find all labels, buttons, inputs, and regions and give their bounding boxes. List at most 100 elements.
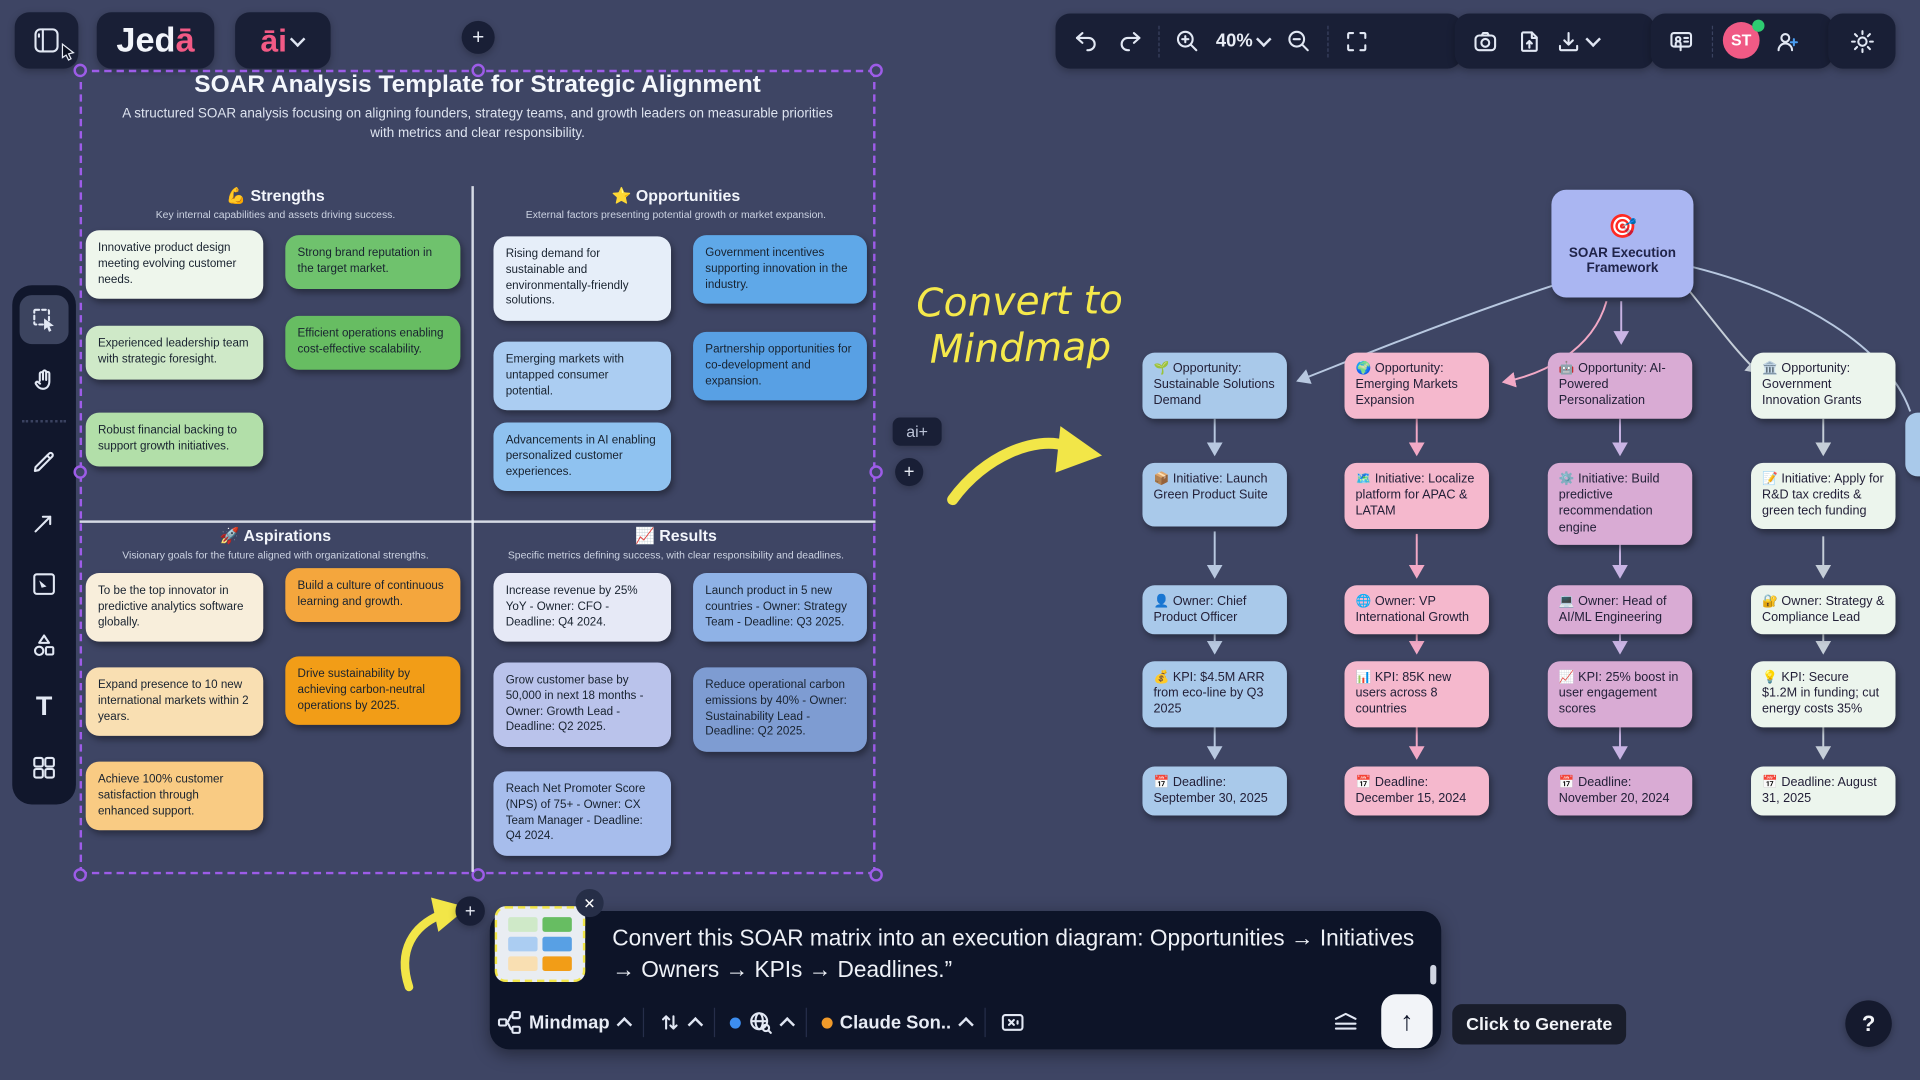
fit-screen-button[interactable] (1336, 20, 1378, 62)
soar-card[interactable]: Launch product in 5 new countries - Owne… (693, 573, 867, 643)
mindmap-node[interactable]: 🌍Opportunity: Emerging Markets Expansion (1344, 352, 1489, 419)
soar-card[interactable]: Strong brand reputation in the target ma… (285, 235, 461, 289)
select-tool[interactable] (19, 295, 69, 345)
mindmap-node[interactable]: 🌐Owner: VP International Growth (1344, 585, 1489, 635)
mindmap-node[interactable]: 📝Initiative: Apply for R&D tax credits &… (1751, 462, 1896, 529)
import-file-button[interactable] (1509, 20, 1551, 62)
soar-card[interactable]: Reach Net Promoter Score (NPS) of 75+ - … (493, 771, 672, 857)
divider (1327, 25, 1329, 57)
attached-image-thumbnail[interactable] (494, 906, 586, 983)
soar-card[interactable]: Achieve 100% customer satisfaction throu… (85, 761, 264, 831)
mindmap-node[interactable]: 📅Deadline: November 20, 2024 (1547, 766, 1693, 816)
soar-card[interactable]: Reduce operational carbon emissions by 4… (693, 667, 867, 753)
add-node-button[interactable]: + (895, 457, 924, 487)
soar-card[interactable]: Drive sustainability by achieving carbon… (285, 656, 461, 726)
prompt-text-input[interactable]: Convert this SOAR matrix into an executi… (612, 924, 1415, 982)
shapes-icon (33, 634, 55, 657)
thumb-cell (508, 936, 538, 952)
present-button[interactable] (1660, 20, 1702, 62)
user-avatar[interactable]: ST (1722, 18, 1765, 60)
mindmap-node[interactable]: 🏛️Opportunity: Government Innovation Gra… (1751, 352, 1896, 419)
mindmap-node[interactable]: 💻Owner: Head of AI/ML Engineering (1547, 585, 1693, 635)
help-button[interactable]: ? (1845, 1000, 1892, 1047)
download-button[interactable] (1553, 28, 1603, 55)
collapse-bar-button[interactable] (1332, 1009, 1359, 1040)
selection-handle[interactable] (869, 63, 883, 78)
selection-handle[interactable] (471, 63, 485, 78)
sidebar-toggle-button[interactable] (14, 12, 79, 69)
zoom-level-dropdown[interactable]: 40% (1211, 31, 1276, 51)
web-search-dropdown[interactable] (729, 1010, 795, 1034)
mindmap-node[interactable]: 🔐Owner: Strategy & Compliance Lead (1751, 585, 1896, 635)
text-tool[interactable]: T (20, 682, 69, 731)
mindmap-node[interactable]: 👤Owner: Chief Product Officer (1142, 585, 1287, 635)
model-dropdown[interactable]: Claude Son.. (821, 1012, 974, 1033)
output-mode-dropdown[interactable]: Mindmap (497, 1010, 632, 1034)
soar-card[interactable]: Government incentives supporting innovat… (693, 235, 867, 305)
screenshot-button[interactable] (1464, 20, 1506, 62)
mindmap-node-clipped[interactable] (1905, 412, 1920, 477)
soar-card[interactable]: Rising demand for sustainable and enviro… (493, 236, 672, 322)
mindmap-node[interactable]: 💡KPI: Secure $1.2M in funding; cut energ… (1751, 661, 1896, 727)
sprout-icon: 🌱 (1153, 362, 1170, 376)
selection-handle[interactable] (73, 868, 87, 882)
connector-tool[interactable] (20, 498, 69, 547)
soar-card[interactable]: Expand presence to 10 new international … (85, 667, 264, 737)
mindmap-node[interactable]: 📅Deadline: August 31, 2025 (1751, 766, 1896, 816)
soar-card[interactable]: Partnership opportunities for co-develop… (693, 331, 867, 401)
mindmap-node[interactable]: 📅Deadline: December 15, 2024 (1344, 766, 1489, 816)
mindmap-node[interactable]: 🌱Opportunity: Sustainable Solutions Dema… (1142, 352, 1287, 419)
quadrant-divider-vertical (471, 186, 474, 872)
selection-handle[interactable] (73, 465, 87, 479)
prompt-controls: Mindmap Claude Son.. (497, 999, 1024, 1046)
mindmap-node[interactable]: 📦Initiative: Launch Green Product Suite (1142, 462, 1287, 527)
mindmap-node[interactable]: 📊KPI: 85K new users across 8 countries (1344, 661, 1489, 727)
soar-card[interactable]: To be the top innovator in predictive an… (85, 573, 264, 643)
soar-card[interactable]: Increase revenue by 25% YoY - Owner: CFO… (493, 573, 672, 643)
undo-button[interactable] (1065, 20, 1107, 62)
add-node-top-button[interactable]: + (461, 20, 495, 54)
soar-card[interactable]: Build a culture of continuous learning a… (285, 568, 461, 622)
remove-attachment-button[interactable]: ✕ (575, 888, 604, 918)
layout-direction-dropdown[interactable] (659, 1011, 704, 1033)
mindmap-node[interactable]: ⚙️Initiative: Build predictive recommend… (1547, 462, 1693, 545)
selection-handle[interactable] (869, 868, 883, 882)
zoom-in-button[interactable] (1167, 20, 1209, 62)
soar-card[interactable]: Experienced leadership team with strateg… (85, 325, 264, 380)
soar-card[interactable]: Efficient operations enabling cost-effec… (285, 315, 461, 370)
mindmap-node[interactable]: 💰KPI: $4.5M ARR from eco-line by Q3 2025 (1142, 661, 1287, 727)
add-attachment-button[interactable]: + (455, 896, 485, 926)
quadrant-subtitle: External factors presenting potential gr… (525, 208, 827, 221)
settings-button[interactable] (1828, 13, 1896, 69)
invite-user-button[interactable] (1767, 20, 1809, 62)
ai-plus-button[interactable]: ai+ (892, 417, 942, 446)
selection-handle[interactable] (471, 868, 485, 882)
zoom-out-button[interactable] (1278, 20, 1320, 62)
pan-tool[interactable] (20, 356, 69, 405)
ai-menu-button[interactable]: āi (235, 12, 331, 69)
mindmap-root-node[interactable]: 🎯 SOAR Execution Framework (1551, 189, 1694, 298)
mindmap-node[interactable]: 🗺️Initiative: Localize platform for APAC… (1344, 462, 1489, 529)
mindmap-node[interactable]: 🤖Opportunity: AI-Powered Personalization (1547, 352, 1693, 419)
soar-card[interactable]: Innovative product design meeting evolvi… (85, 230, 264, 300)
mindmap-node[interactable]: 📅Deadline: September 30, 2025 (1142, 766, 1287, 816)
generate-button[interactable]: ↑ (1381, 994, 1433, 1049)
prompt-scrollbar[interactable] (1430, 964, 1437, 985)
quadrant-divider-horizontal (79, 520, 876, 523)
mindmap-node[interactable]: 📈KPI: 25% boost in user engagement score… (1547, 661, 1693, 727)
soar-card[interactable]: Robust financial backing to support grow… (85, 412, 264, 467)
shapes-tool[interactable] (20, 621, 69, 670)
draw-tool[interactable] (20, 437, 69, 486)
clear-prompt-button[interactable] (1000, 1010, 1024, 1034)
selection-handle[interactable] (73, 63, 87, 78)
hand-icon (34, 369, 51, 390)
soar-card[interactable]: Advancements in AI enabling personalized… (493, 422, 672, 492)
soar-card[interactable]: Grow customer base by 50,000 in next 18 … (493, 662, 672, 748)
soar-card[interactable]: Emerging markets with untapped consumer … (493, 341, 672, 411)
image-tool[interactable] (20, 560, 69, 609)
redo-button[interactable] (1109, 20, 1151, 62)
templates-tool[interactable] (20, 743, 69, 792)
selection-handle[interactable] (869, 465, 883, 479)
